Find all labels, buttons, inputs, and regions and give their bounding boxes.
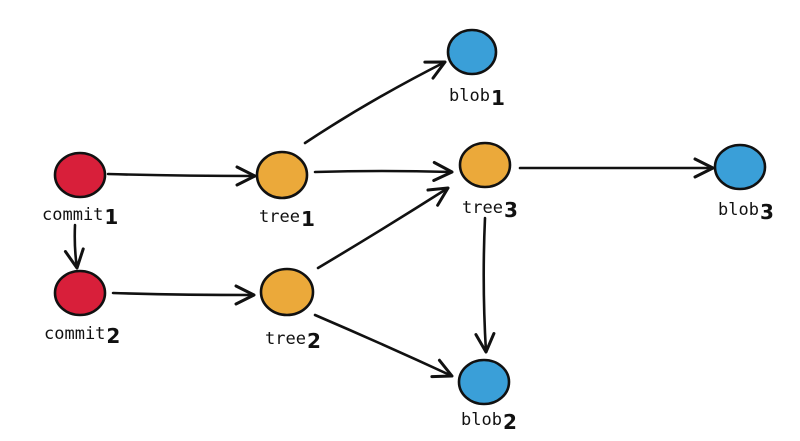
- blob-node-icon: [446, 28, 498, 76]
- arrowhead-icon: [426, 186, 450, 207]
- arrowhead-icon: [234, 284, 256, 306]
- arrowhead-icon: [474, 331, 496, 354]
- edge-tree1-tree3: [313, 161, 454, 182]
- tree-node-icon: [259, 267, 315, 317]
- arrowhead-icon: [432, 161, 454, 182]
- label-suffix: 1: [301, 207, 315, 231]
- arrowhead-icon: [423, 60, 447, 80]
- arrowhead-icon: [430, 358, 454, 379]
- arrowhead-icon: [235, 165, 257, 187]
- edge-line: [482, 216, 488, 354]
- arrowhead-icon: [63, 247, 85, 270]
- label-text: tree: [265, 329, 306, 349]
- label-suffix: 3: [760, 200, 774, 224]
- edge-line: [303, 60, 447, 145]
- label-suffix: 2: [503, 410, 517, 434]
- label-text: blob: [461, 410, 502, 430]
- label-suffix: 1: [491, 86, 505, 110]
- tree3-label: tree3: [462, 198, 518, 222]
- commit1-label: commit1: [42, 205, 118, 229]
- label-text: tree: [259, 207, 300, 227]
- node-tree3: tree3: [458, 141, 518, 222]
- edge-tree3-blob2: [474, 216, 496, 354]
- label-suffix: 3: [504, 198, 518, 222]
- tree-node-icon: [255, 150, 309, 200]
- label-text: tree: [462, 198, 503, 218]
- label-text: blob: [449, 86, 490, 106]
- blob-node-icon: [713, 143, 767, 191]
- label-text: blob: [718, 200, 759, 220]
- edge-line: [313, 169, 454, 174]
- edges-layer: [63, 60, 715, 379]
- edge-tree2-tree3: [316, 186, 450, 270]
- arrowhead-icon: [693, 157, 715, 179]
- nodes-layer: commit1commit2tree1tree2tree3blob1blob2b…: [42, 28, 774, 434]
- edge-line: [313, 313, 454, 378]
- edge-commit1-tree1: [106, 165, 257, 187]
- commit2-label: commit2: [44, 324, 120, 348]
- edge-tree1-blob1: [303, 60, 447, 145]
- edge-commit1-commit2: [63, 223, 85, 270]
- tree1-label: tree1: [259, 207, 315, 231]
- node-blob2: blob2: [457, 358, 517, 434]
- node-tree1: tree1: [255, 150, 315, 231]
- label-suffix: 1: [104, 205, 118, 229]
- edge-line: [316, 186, 450, 270]
- tree2-label: tree2: [265, 329, 321, 353]
- blob-node-icon: [457, 358, 511, 406]
- edge-tree3-blob3: [518, 157, 715, 179]
- node-tree2: tree2: [259, 267, 321, 353]
- edge-line: [73, 223, 79, 270]
- blob2-label: blob2: [461, 410, 517, 434]
- label-suffix: 2: [307, 329, 321, 353]
- node-blob3: blob3: [713, 143, 774, 224]
- node-commit1: commit1: [42, 151, 118, 229]
- edge-commit2-tree2: [111, 284, 256, 306]
- edge-line: [106, 172, 257, 178]
- label-text: commit: [44, 324, 105, 344]
- node-blob1: blob1: [446, 28, 505, 110]
- blob1-label: blob1: [449, 86, 505, 110]
- blob3-label: blob3: [718, 200, 774, 224]
- commit-node-icon: [53, 269, 107, 317]
- tree-node-icon: [458, 141, 512, 189]
- commit-node-icon: [53, 151, 107, 199]
- edge-tree2-blob2: [313, 313, 454, 379]
- node-commit2: commit2: [44, 269, 120, 348]
- label-suffix: 2: [106, 324, 120, 348]
- edge-line: [111, 291, 256, 297]
- label-text: commit: [42, 205, 103, 225]
